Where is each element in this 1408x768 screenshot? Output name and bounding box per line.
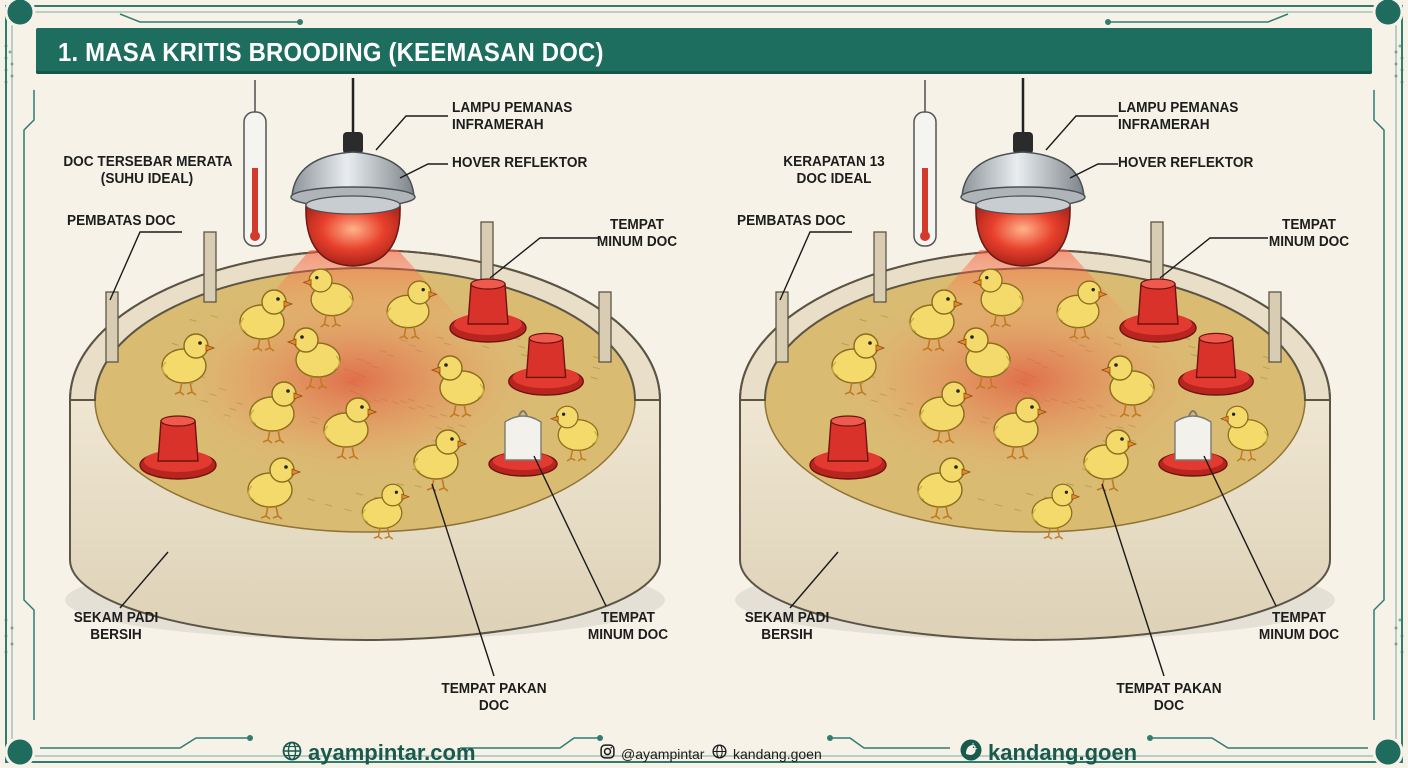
label-drinker-bottom: TEMPAT MINUM DOC	[1258, 610, 1340, 643]
page-title: 1. MASA KRITIS BROODING (KEEMASAN DOC)	[58, 37, 604, 67]
label-litter: SEKAM PADI BERSIH	[73, 610, 159, 643]
website-text: ayampintar.com	[308, 740, 476, 765]
footer-website[interactable]: ayampintar.com	[282, 740, 476, 766]
header-bar: 1. MASA KRITIS BROODING (KEEMASAN DOC)	[36, 28, 1372, 74]
label-feeder: TEMPAT PAKAN DOC	[1116, 681, 1222, 714]
label-lamp: LAMPU PEMANAS INFRAMERAH	[452, 100, 573, 133]
label-drinker-top: TEMPAT MINUM DOC	[596, 217, 678, 250]
label-litter: SEKAM PADI BERSIH	[744, 610, 830, 643]
footer-site2[interactable]: kandang.goen	[712, 744, 822, 764]
footer-brand[interactable]: kandang.goen	[960, 739, 1137, 766]
label-feeder: TEMPAT PAKAN DOC	[441, 681, 547, 714]
label-status: KERAPATAN 13 DOC IDEAL	[783, 154, 885, 187]
label-drinker-top: TEMPAT MINUM DOC	[1268, 217, 1350, 250]
label-drinker-bottom: TEMPAT MINUM DOC	[587, 610, 669, 643]
instagram-text: @ayampintar	[621, 746, 705, 762]
footer-instagram[interactable]: @ayampintar	[600, 744, 704, 764]
label-guard: PEMBATAS DOC	[67, 213, 176, 229]
label-hover-reflector: HOVER REFLEKTOR	[1118, 155, 1254, 171]
chicken-logo-icon	[960, 739, 982, 766]
label-status: DOC TERSEBAR MERATA (SUHU IDEAL)	[63, 154, 233, 187]
label-hover-reflector: HOVER REFLEKTOR	[452, 155, 588, 171]
instagram-icon	[600, 744, 615, 764]
label-guard: PEMBATAS DOC	[737, 213, 846, 229]
globe-icon	[282, 741, 302, 766]
site2-text: kandang.goen	[733, 746, 822, 762]
globe-icon	[712, 744, 727, 764]
brand-text: kandang.goen	[988, 739, 1138, 765]
label-lamp: LAMPU PEMANAS INFRAMERAH	[1118, 100, 1239, 133]
